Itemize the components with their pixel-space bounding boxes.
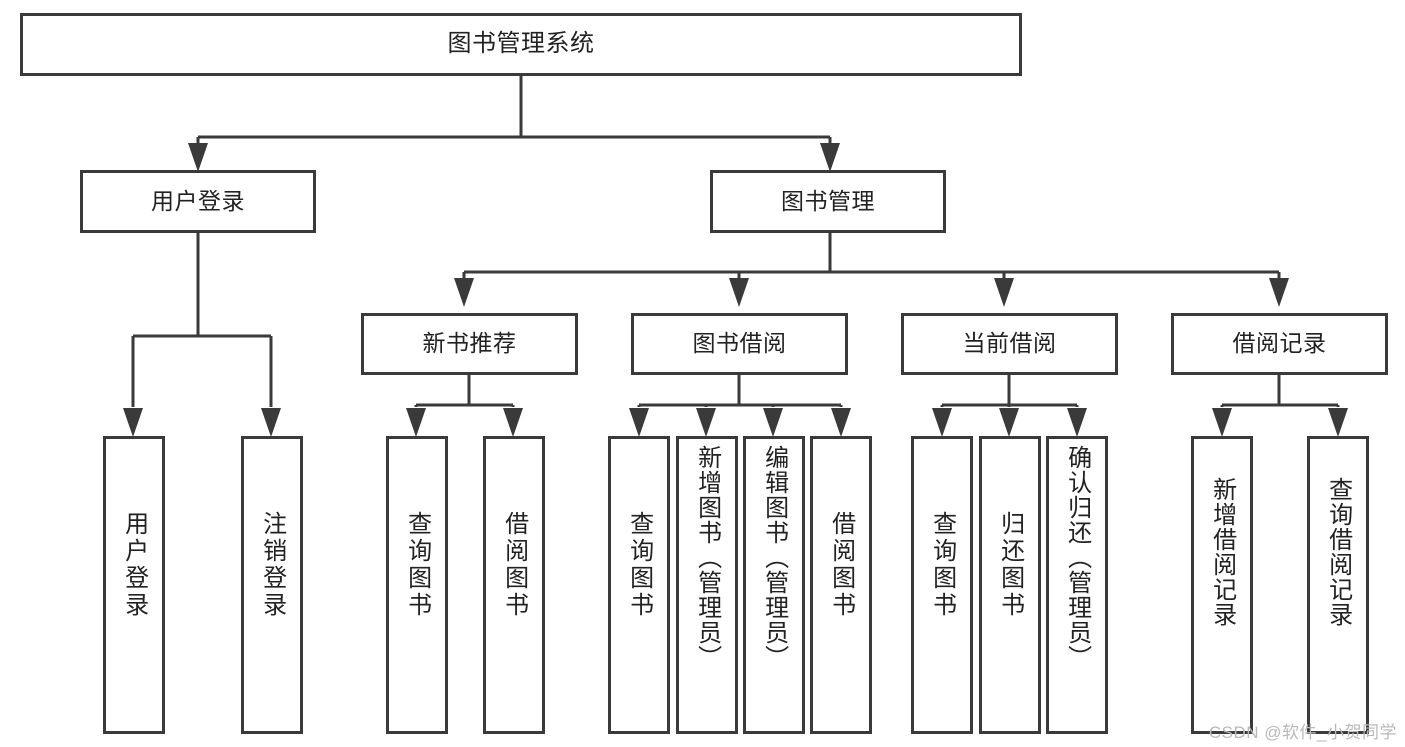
leaf-query-book-3[interactable]: 查询图书 <box>911 436 973 734</box>
leaf-add-record-label: 新增借阅记录 <box>1208 477 1236 627</box>
leaf-query-book-1[interactable]: 查询图书 <box>386 436 448 734</box>
leaf-query-book-2-label: 查询图书 <box>625 511 653 619</box>
leaf-query-book-1-label: 查询图书 <box>403 511 431 619</box>
leaf-borrow-book-2[interactable]: 借阅图书 <box>810 436 872 734</box>
leaf-user-login-label: 用户登录 <box>120 511 148 619</box>
node-root[interactable]: 图书管理系统 <box>20 13 1022 76</box>
leaf-query-record[interactable]: 查询借阅记录 <box>1307 436 1369 734</box>
leaf-query-book-3-label: 查询图书 <box>928 511 956 619</box>
leaf-logout-label: 注销登录 <box>258 511 286 619</box>
node-root-label: 图书管理系统 <box>447 30 595 58</box>
csdn-watermark: CSDN @软件_小贺同学 <box>1208 723 1397 742</box>
leaf-borrow-book-1[interactable]: 借阅图书 <box>483 436 545 734</box>
node-new-book-recommend[interactable]: 新书推荐 <box>361 313 578 375</box>
node-book-borrow[interactable]: 图书借阅 <box>631 313 848 375</box>
leaf-confirm-return-label: 确认归还（管理员） <box>1063 445 1091 670</box>
node-user-login[interactable]: 用户登录 <box>80 170 316 233</box>
leaf-add-record[interactable]: 新增借阅记录 <box>1191 436 1253 734</box>
node-book-borrow-label: 图书借阅 <box>692 330 787 357</box>
node-borrow-record[interactable]: 借阅记录 <box>1171 313 1388 375</box>
leaf-edit-book[interactable]: 编辑图书（管理员） <box>743 436 805 734</box>
node-current-borrow[interactable]: 当前借阅 <box>901 313 1118 375</box>
node-book-management-label: 图书管理 <box>781 187 875 214</box>
leaf-query-book-2[interactable]: 查询图书 <box>608 436 670 734</box>
node-user-login-label: 用户登录 <box>151 187 245 214</box>
node-borrow-record-label: 借阅记录 <box>1232 330 1327 357</box>
leaf-confirm-return[interactable]: 确认归还（管理员） <box>1046 436 1108 734</box>
leaf-borrow-book-1-label: 借阅图书 <box>500 511 528 619</box>
leaf-logout[interactable]: 注销登录 <box>241 436 303 734</box>
leaf-user-login[interactable]: 用户登录 <box>103 436 165 734</box>
node-current-borrow-label: 当前借阅 <box>962 330 1057 357</box>
leaf-add-book-label: 新增图书（管理员） <box>693 445 721 670</box>
leaf-edit-book-label: 编辑图书（管理员） <box>760 445 788 670</box>
leaf-add-book[interactable]: 新增图书（管理员） <box>676 436 738 734</box>
leaf-return-book-label: 归还图书 <box>996 511 1024 619</box>
node-new-book-recommend-label: 新书推荐 <box>422 330 517 357</box>
node-book-management[interactable]: 图书管理 <box>710 170 946 233</box>
leaf-borrow-book-2-label: 借阅图书 <box>827 511 855 619</box>
leaf-query-record-label: 查询借阅记录 <box>1324 477 1352 627</box>
leaf-return-book[interactable]: 归还图书 <box>979 436 1041 734</box>
